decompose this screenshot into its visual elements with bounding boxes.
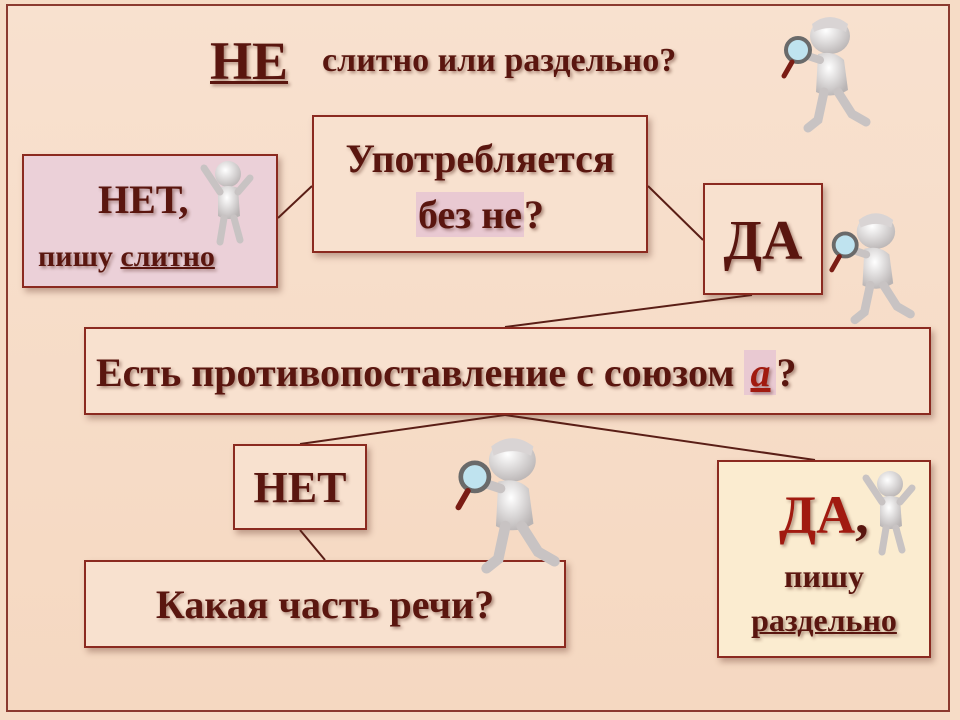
da-second-label: ДА, (779, 484, 869, 546)
net-label: НЕТ, (98, 177, 189, 222)
soyuz-a-highlight: а (744, 350, 777, 395)
connector-net-kakaya (299, 529, 326, 561)
title-question: слитно или раздельно? (322, 42, 677, 79)
connector-da-est (504, 294, 753, 328)
da-red-text: ДА (779, 485, 856, 545)
connector-est-net (299, 414, 506, 445)
connector-net-upotr (277, 185, 313, 219)
upotr-line2: без не? (314, 191, 646, 238)
write-prefix: пишу (38, 240, 121, 273)
box-kakaya-chast-rechi: Какая часть речи? (84, 560, 566, 648)
cheering-figure-icon (200, 161, 254, 246)
connector-upotr-da (647, 185, 704, 241)
box-est-protivopostavlenie: Есть противопоставление с союзом а? (84, 327, 931, 415)
pishu-text: пишу (784, 558, 864, 594)
detective-magnifier-figure-icon (829, 213, 915, 325)
write-together-text: пишу слитно (38, 240, 215, 274)
upotr-line1: Употребляется (345, 136, 615, 181)
bez-ne-highlight: без не (415, 192, 525, 237)
cheering-figure-icon (862, 471, 916, 556)
title-ne: НЕ (210, 31, 289, 91)
slitno-word: слитно (120, 240, 215, 273)
slide-title: НЕ слитно или раздельно? (210, 30, 676, 92)
detective-magnifier-figure-icon (781, 17, 871, 133)
est-question-mark: ? (776, 350, 797, 395)
box-upotreblyaetsya: Употребляется без не? (312, 115, 648, 253)
da-comma: , (855, 485, 869, 545)
detective-magnifier-figure-icon (455, 438, 560, 574)
razdelno-word: раздельно (751, 602, 897, 638)
box-da-first: ДА (703, 183, 823, 295)
est-prefix: Есть противопоставление с союзом (96, 350, 745, 395)
box-net-second: НЕТ (233, 444, 367, 530)
upotr-question-mark: ? (524, 192, 545, 237)
connector-est-da (504, 414, 816, 461)
